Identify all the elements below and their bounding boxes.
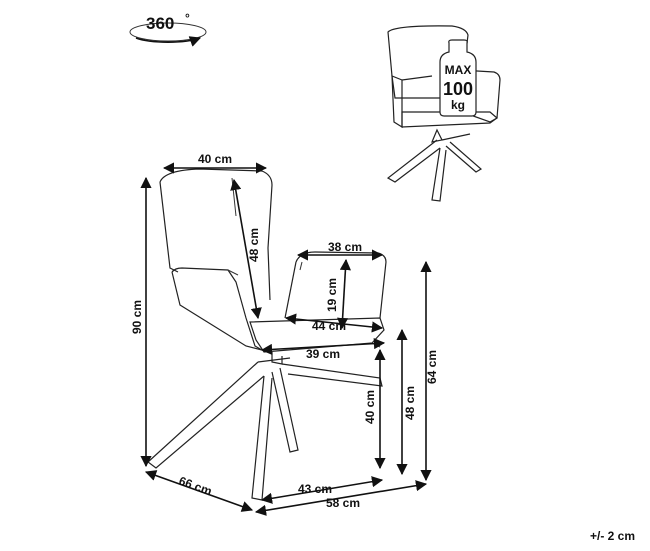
label-total-width: 58 cm [326, 496, 360, 510]
label-armrest-height: 19 cm [325, 278, 339, 312]
label-backrest-height: 48 cm [247, 228, 261, 262]
label-seat-depth: 39 cm [306, 347, 340, 361]
small-chair-illustration: MAX 100 kg [386, 25, 501, 202]
main-chair-illustration [147, 168, 387, 501]
label-armrest-length: 38 cm [328, 240, 362, 254]
weight-capacity-badge: MAX 100 kg [439, 39, 477, 117]
rotation-unit: ° [185, 11, 190, 25]
label-seat-height: 48 cm [403, 386, 417, 420]
label-base-width: 43 cm [298, 482, 332, 496]
label-total-height: 90 cm [130, 300, 144, 334]
label-seat-width: 44 cm [312, 319, 346, 333]
label-armrest-floor-height: 64 cm [425, 350, 439, 384]
badge-weight-value: 100 [443, 79, 473, 99]
rotation-360-icon: 360 ° [129, 11, 207, 47]
badge-max-label: MAX [445, 63, 472, 77]
label-base-height: 40 cm [363, 390, 377, 424]
tolerance-note: +/- 2 cm [590, 529, 635, 543]
label-total-depth: 66 cm [177, 474, 214, 499]
label-backrest-width: 40 cm [198, 152, 232, 166]
rotation-label: 360 [146, 14, 174, 33]
dimension-lines [140, 162, 432, 516]
badge-weight-unit: kg [451, 98, 465, 112]
dimension-labels: 40 cm 48 cm 38 cm 19 cm 44 cm 39 cm 90 c… [130, 152, 635, 543]
